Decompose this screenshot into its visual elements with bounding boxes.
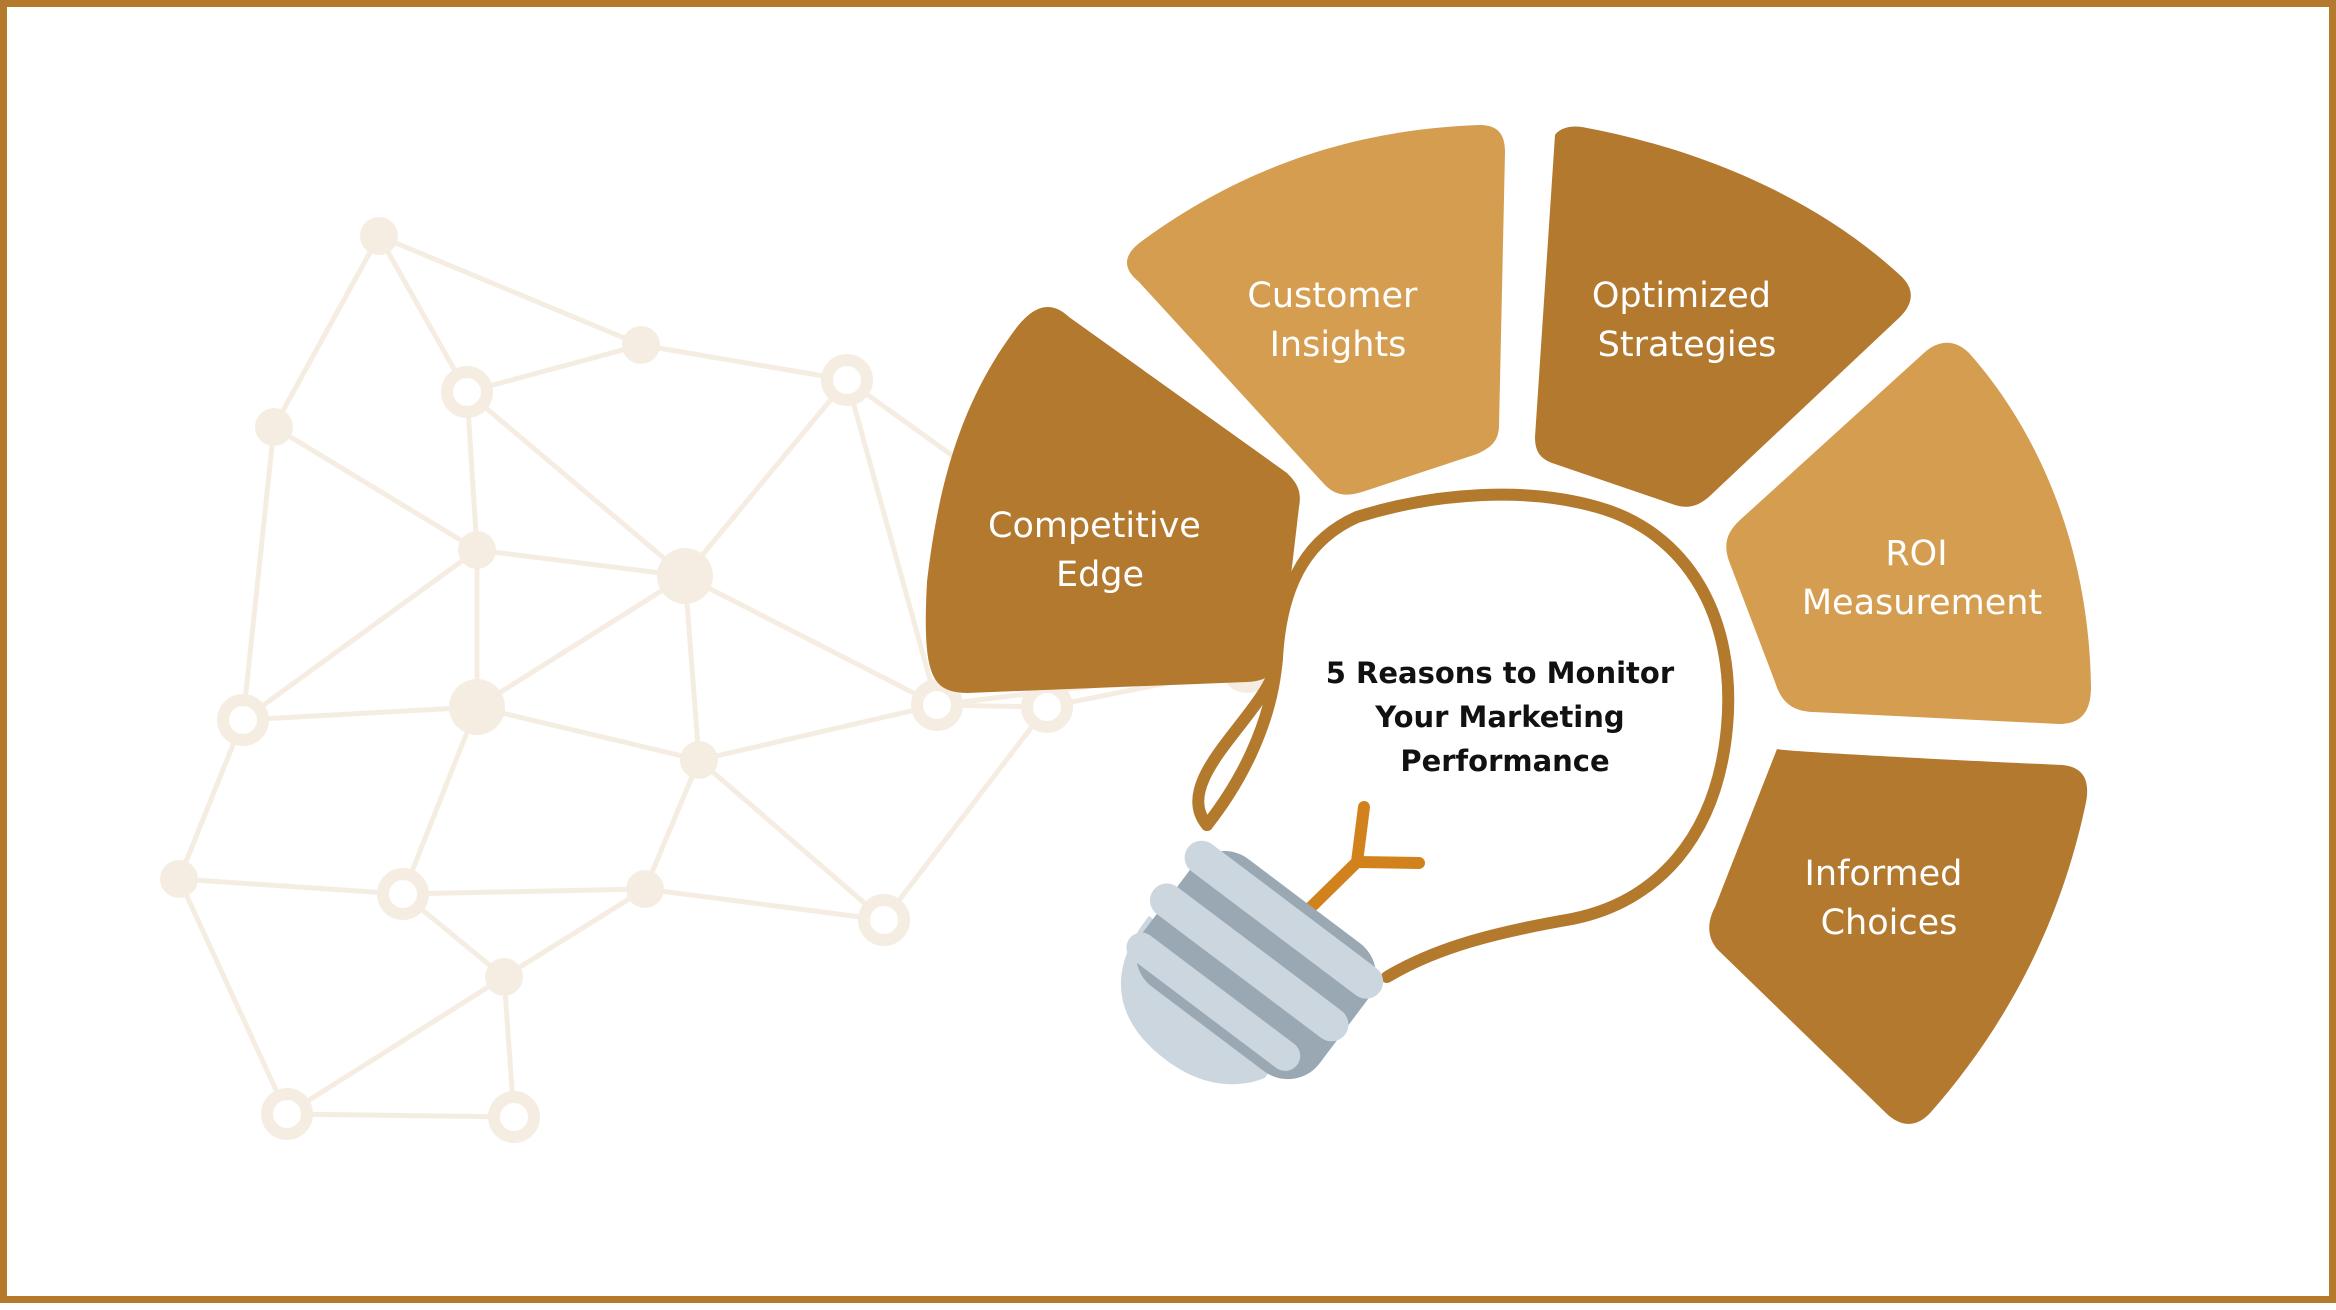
network-edge xyxy=(240,426,277,721)
network-edge xyxy=(882,705,1049,922)
label-competitive-edge: Competitive Edge xyxy=(988,506,1212,595)
network-edge xyxy=(475,573,687,710)
network-node xyxy=(217,694,269,746)
reasons-ring xyxy=(925,125,2091,1124)
network-node xyxy=(911,679,963,731)
segment-optimized-strategies xyxy=(1535,126,1911,507)
network-edge xyxy=(176,719,246,880)
network-node xyxy=(626,870,664,908)
network-edge xyxy=(178,876,404,897)
network-node xyxy=(458,531,496,569)
network-node xyxy=(622,326,660,364)
network-node xyxy=(821,354,873,406)
network-edge xyxy=(683,378,849,578)
network-edge xyxy=(466,342,642,395)
network-edge xyxy=(682,575,702,761)
network-edge xyxy=(376,234,470,394)
network-node xyxy=(261,1088,313,1140)
network-edge xyxy=(465,390,687,578)
label-informed-choices: Informed Choices xyxy=(1805,854,1974,943)
network-node xyxy=(360,217,398,255)
network-edge xyxy=(378,233,642,348)
network-edge xyxy=(642,759,702,890)
network-edge xyxy=(464,391,480,551)
network-edge xyxy=(271,234,382,429)
network-edge xyxy=(285,974,506,1117)
network-node xyxy=(858,894,910,946)
network-node xyxy=(1021,681,1073,733)
network-edge xyxy=(844,379,940,706)
network-edge xyxy=(400,706,480,895)
network-node xyxy=(488,1091,540,1143)
network-edge xyxy=(640,342,848,383)
network-node xyxy=(160,860,198,898)
center-title: 5 Reasons to Monitor Your Marketing Perf… xyxy=(1326,656,1684,778)
network-edge xyxy=(241,547,479,723)
network-node xyxy=(657,548,713,604)
filament-icon xyxy=(1293,801,1425,925)
segment-informed-choices xyxy=(1709,749,2088,1124)
label-customer-insights: Customer Insights xyxy=(1247,276,1428,365)
network-edge xyxy=(697,758,886,922)
bulb-outline-left xyxy=(1201,651,1283,831)
network-edge xyxy=(476,547,686,579)
label-roi-measurement: ROI Measurement xyxy=(1802,534,2042,623)
network-node xyxy=(441,366,493,418)
network-node xyxy=(485,958,523,996)
network-edge xyxy=(242,704,478,723)
network-edge xyxy=(683,573,939,708)
network-edge xyxy=(698,702,938,763)
network-edge xyxy=(402,886,646,897)
network-node xyxy=(680,741,718,779)
network-edge xyxy=(502,886,647,980)
segment-customer-insights xyxy=(1126,125,1505,495)
segment-labels: Competitive Edge Customer Insights Optim… xyxy=(988,276,2042,943)
bulb-base xyxy=(1120,840,1384,1085)
network-node xyxy=(449,679,505,735)
light-bulb-icon xyxy=(1120,488,1735,1085)
network-edge xyxy=(176,877,290,1116)
network-edge xyxy=(476,704,700,763)
label-optimized-strategies: Optimized Strategies xyxy=(1592,276,1782,365)
network-edge xyxy=(644,886,885,923)
network-node xyxy=(377,868,429,920)
diagram-canvas: Competitive Edge Customer Insights Optim… xyxy=(160,125,2091,1143)
network-edge xyxy=(286,1111,515,1120)
network-edge xyxy=(272,424,479,553)
segment-roi-measurement xyxy=(1726,342,2091,724)
segment-competitive-edge xyxy=(925,306,1300,693)
network-node xyxy=(255,408,293,446)
